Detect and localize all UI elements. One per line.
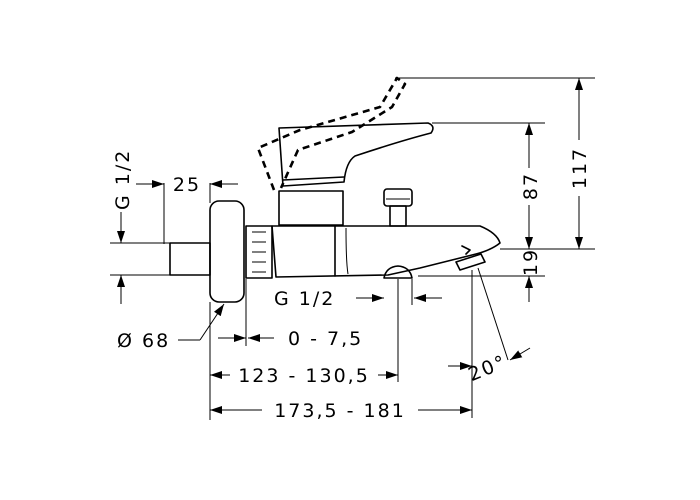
dim-20-arrow-right (509, 347, 531, 361)
mixer-body (271, 225, 501, 278)
label-123-1305: 123 - 130,5 (238, 365, 370, 387)
wall-flange (209, 200, 245, 303)
label-25: 25 (173, 174, 201, 196)
label-19: 19 (520, 248, 542, 276)
hand-shower-outlet (455, 253, 486, 271)
dimension-lines (117, 78, 583, 414)
spout-tip (461, 245, 471, 255)
label-d68: Ø 68 (117, 330, 170, 352)
dimension-labels: G 1/2 25 Ø 68 0 - 7,5 123 - 130,5 173,5 … (112, 147, 591, 422)
diverter-cap (383, 188, 413, 207)
lever-cap-line (282, 176, 345, 181)
label-g12-outlet: G 1/2 (274, 288, 335, 310)
body-curve (345, 227, 349, 275)
lever-handle (278, 122, 434, 187)
label-117: 117 (569, 147, 591, 189)
outlet-aerator (383, 265, 413, 279)
label-1735-181: 173,5 - 181 (274, 400, 406, 422)
connection-pipe (169, 242, 211, 276)
connection-nut (245, 225, 273, 279)
diverter-stem (389, 205, 407, 227)
cartridge-body (278, 190, 344, 226)
mixer-outline (169, 76, 501, 303)
dim-d68-arrow (199, 303, 225, 341)
label-87: 87 (520, 172, 542, 200)
label-g12-left: G 1/2 (112, 149, 134, 210)
label-0-75: 0 - 7,5 (288, 328, 363, 350)
